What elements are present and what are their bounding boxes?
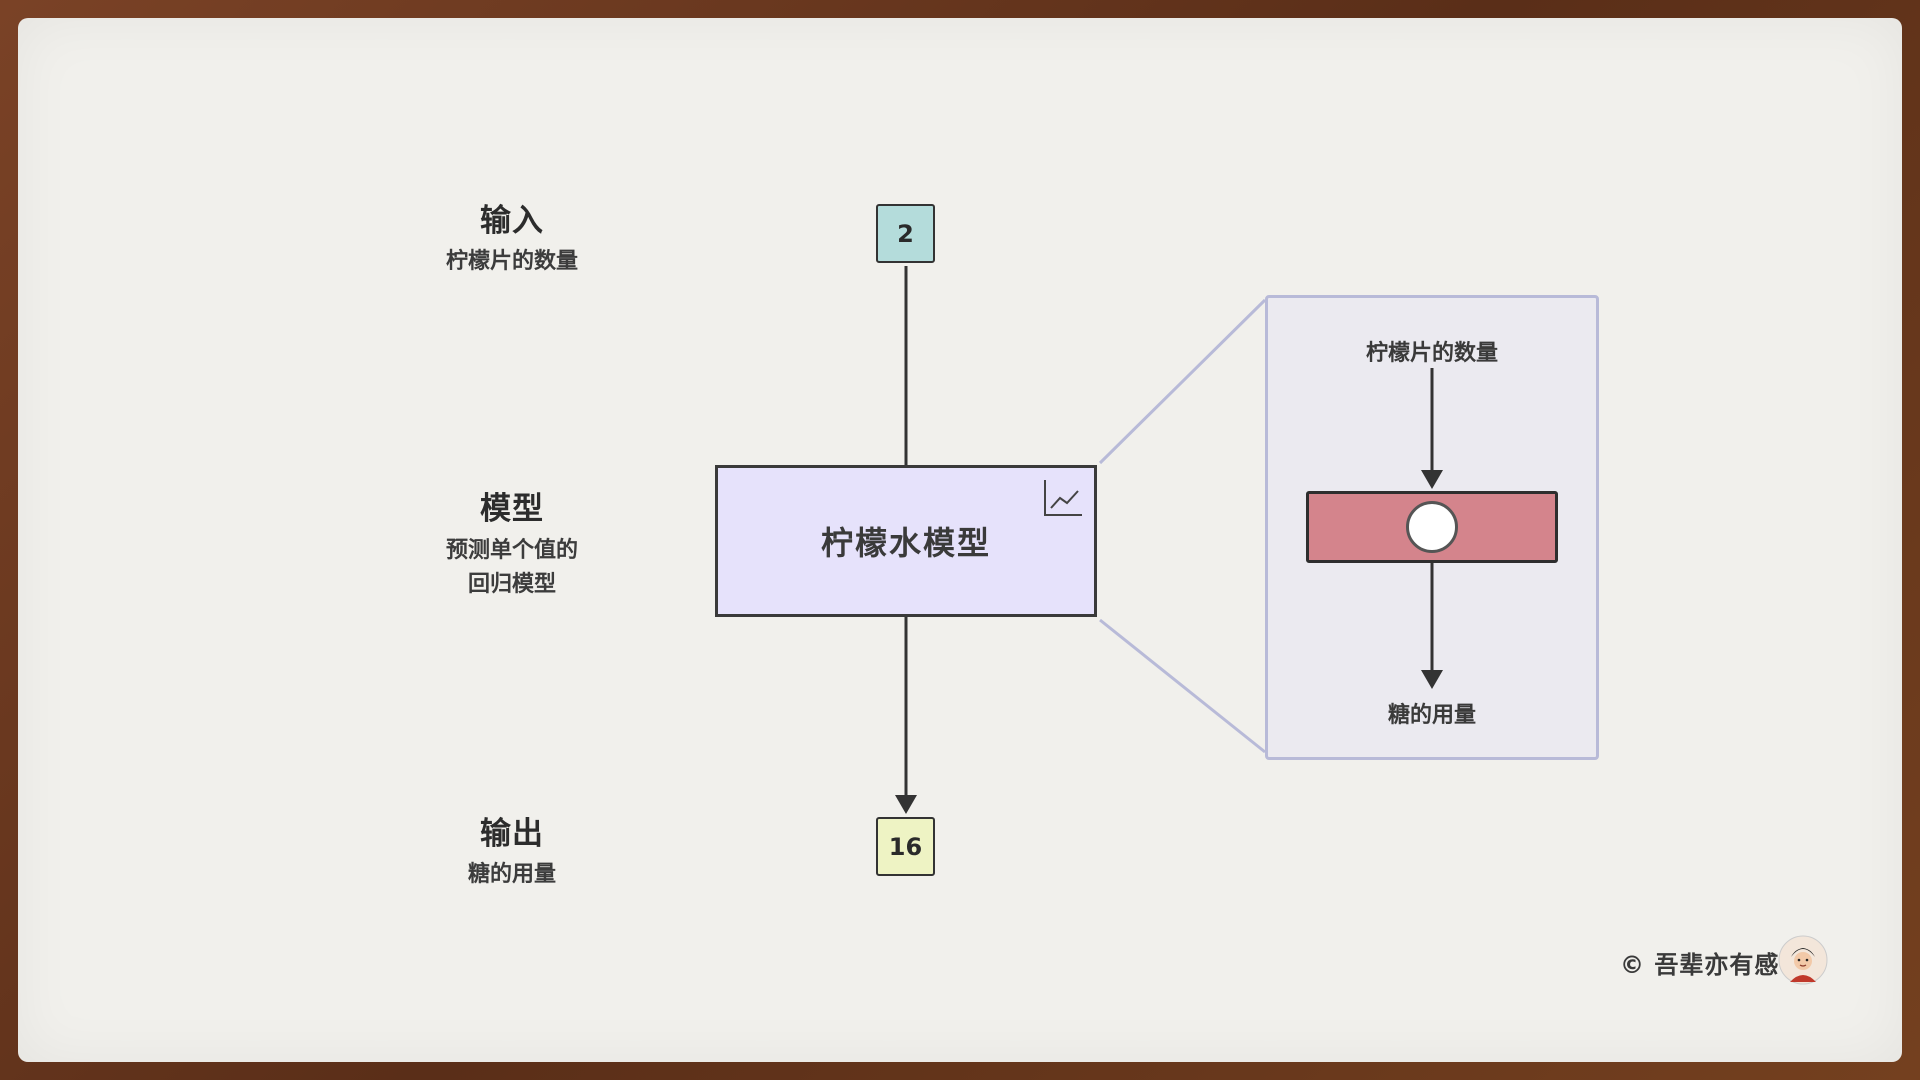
copyright-credit: © 吾辈亦有感 [1620,951,1780,979]
input-value-box: 2 [876,204,935,263]
zoom-input-label: 柠檬片的数量 [1365,341,1498,366]
line-chart-icon [1044,480,1082,516]
input-value: 2 [897,219,914,248]
output-row-subtitle: 糖的用量 [467,862,556,887]
model-to-output-arrowhead [895,795,917,814]
model-label: 柠檬水模型 [820,524,991,562]
input-row-subtitle: 柠檬片的数量 [445,249,578,274]
model-box: 柠檬水模型 [715,465,1097,617]
model-row-subtitle-line2: 回归模型 [467,572,556,597]
zoom-callout-top [1098,298,1267,465]
zoom-input-arrowhead [1421,470,1443,489]
neuron-node [1406,501,1458,553]
output-value-box: 16 [876,817,935,876]
zoom-output-arrowhead [1421,670,1443,689]
zoom-callout-bottom [1099,618,1266,754]
model-row-subtitle-line1: 预测单个值的 [445,538,578,563]
zoom-output-label: 糖的用量 [1387,703,1476,728]
output-value: 16 [888,832,923,861]
model-row-title: 模型 [480,491,544,527]
author-avatar [1778,935,1828,985]
output-row-title: 输出 [480,816,544,852]
input-row-title: 输入 [480,203,544,239]
